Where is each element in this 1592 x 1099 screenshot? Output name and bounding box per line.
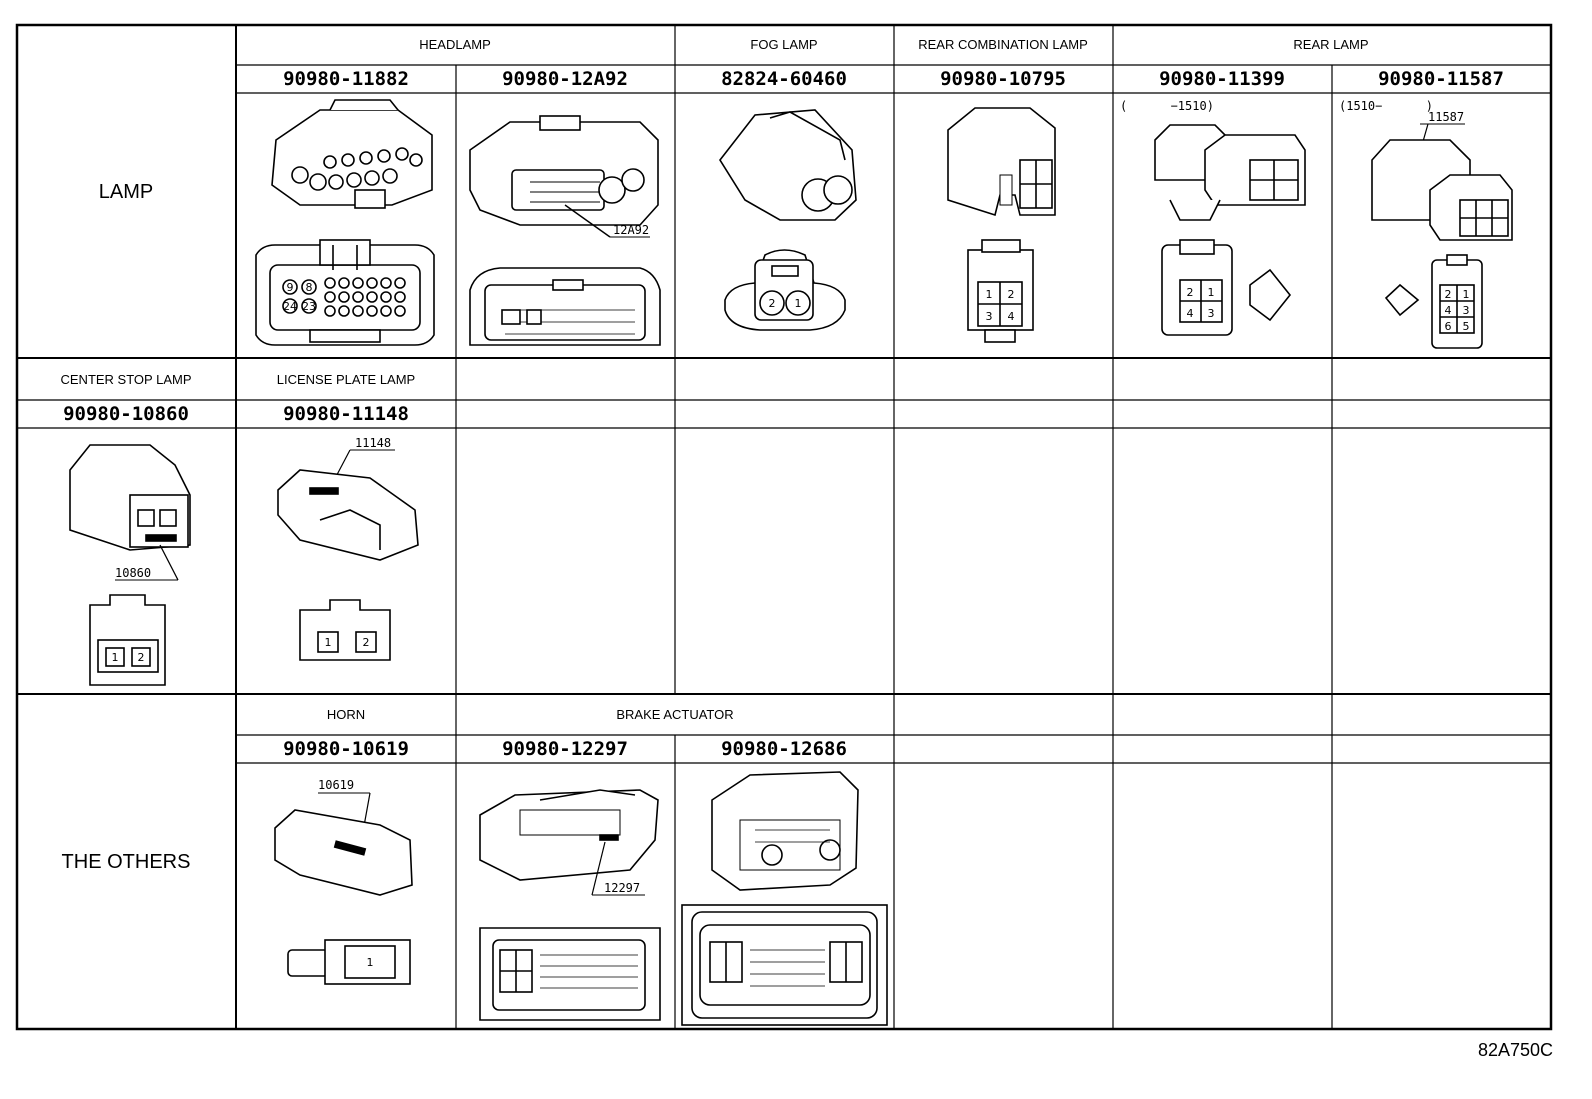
callout-10619: 10619 — [318, 778, 354, 792]
pin-label: 4 — [1008, 310, 1015, 323]
pin-label: 1 — [325, 636, 332, 649]
pin-label: 1 — [112, 651, 119, 664]
pin-label: 2 — [138, 651, 145, 664]
callout-10860: 10860 — [115, 566, 151, 580]
connector-drawing-brake-actuator-1 — [479, 789, 661, 1021]
pin-label: 2 — [1187, 286, 1194, 299]
pin-label: 4 — [1187, 307, 1194, 320]
pin-label: 1 — [367, 956, 374, 969]
header-headlamp: HEADLAMP — [419, 37, 491, 52]
header-horn: HORN — [327, 707, 365, 722]
pin-label: 9 — [287, 281, 294, 294]
pin-label: 1 — [1208, 286, 1215, 299]
pin-label: 5 — [1463, 320, 1470, 333]
connector-drawing-headlamp-1 — [255, 99, 435, 346]
connector-drawing-license-plate-lamp — [277, 449, 419, 661]
connector-drawing-center-stop-lamp — [69, 444, 191, 686]
part-number-horn: 90980-10619 — [283, 738, 409, 760]
header-fog-lamp: FOG LAMP — [750, 37, 817, 52]
pin-label: 2 — [1445, 288, 1452, 301]
part-number-brake-actuator-2: 90980-12686 — [721, 738, 847, 760]
connector-drawing-rear-lamp-1 — [1154, 124, 1306, 336]
pin-label: 3 — [1463, 304, 1470, 317]
pin-label: 2 — [769, 297, 776, 310]
callout-11587: 11587 — [1428, 110, 1464, 124]
part-number-rear-lamp-1: 90980-11399 — [1159, 68, 1285, 90]
pin-label: 8 — [306, 281, 313, 294]
connector-drawing-headlamp-2 — [469, 115, 661, 346]
table-grid — [15, 23, 1553, 1031]
part-number-center-stop-lamp: 90980-10860 — [63, 403, 189, 425]
part-number-fog-lamp: 82824-60460 — [721, 68, 847, 90]
part-number-rear-lamp-2: 90980-11587 — [1378, 68, 1504, 90]
connector-drawing-rear-combination-lamp — [947, 107, 1056, 343]
connector-drawing-fog-lamp — [719, 109, 857, 331]
header-rear-combination-lamp: REAR COMBINATION LAMP — [918, 37, 1088, 52]
part-number-rear-combination-lamp: 90980-10795 — [940, 68, 1066, 90]
pin-label: 1 — [986, 288, 993, 301]
pin-label: 1 — [795, 297, 802, 310]
header-center-stop-lamp: CENTER STOP LAMP — [61, 372, 192, 387]
callout-11148: 11148 — [355, 436, 391, 450]
part-number-license-plate-lamp: 90980-11148 — [283, 403, 409, 425]
pin-label: 6 — [1445, 320, 1452, 333]
pin-label: 23 — [302, 300, 316, 313]
part-number-headlamp-1: 90980-11882 — [283, 68, 409, 90]
connector-drawing-horn — [274, 792, 413, 985]
pin-label: 3 — [986, 310, 993, 323]
connector-drawing-brake-actuator-2 — [681, 771, 888, 1026]
pin-label: 2 — [363, 636, 370, 649]
pin-label: 4 — [1445, 304, 1452, 317]
section-lamp-label: LAMP — [99, 181, 153, 203]
connector-drawing-rear-lamp-2 — [1371, 123, 1513, 349]
diagram-code: 82A750C — [1478, 1040, 1554, 1060]
pin-label: 2 — [1008, 288, 1015, 301]
part-number-brake-actuator-1: 90980-12297 — [502, 738, 628, 760]
header-brake-actuator: BRAKE ACTUATOR — [616, 707, 733, 722]
note-rear-lamp-2: (1510− ) — [1339, 99, 1433, 113]
note-rear-lamp-1: ( −1510) — [1120, 99, 1214, 113]
callout-12297: 12297 — [604, 881, 640, 895]
pin-label: 3 — [1208, 307, 1215, 320]
section-others-label: THE OTHERS — [62, 851, 191, 873]
callout-12a92: 12A92 — [613, 223, 649, 237]
pin-label: 1 — [1463, 288, 1470, 301]
part-number-headlamp-2: 90980-12A92 — [502, 68, 628, 90]
header-license-plate-lamp: LICENSE PLATE LAMP — [277, 372, 415, 387]
pin-label: 24 — [283, 300, 297, 313]
header-rear-lamp: REAR LAMP — [1293, 37, 1368, 52]
